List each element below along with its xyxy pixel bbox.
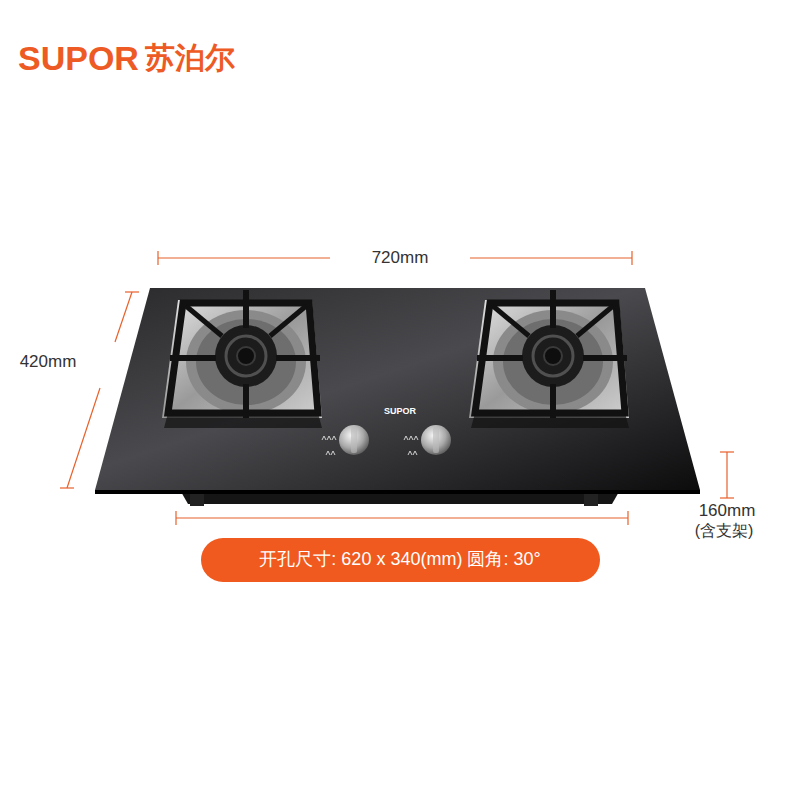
brand-logo-cn: 苏泊尔 [145, 40, 235, 76]
dimension-height: 160mm [699, 501, 756, 521]
spec-text: 开孔尺寸: 620 x 340(mm) 圆角: 30° [259, 549, 540, 571]
dimension-depth: 420mm [20, 352, 77, 372]
dimension-note: (含支架) [695, 521, 754, 540]
panel-logo: SUPOR [384, 406, 416, 417]
brand-logo: SUPOR [18, 38, 139, 79]
dimension-width: 720mm [372, 248, 429, 268]
cutout-spec-pill: 开孔尺寸: 620 x 340(mm) 圆角: 30° [201, 538, 600, 582]
